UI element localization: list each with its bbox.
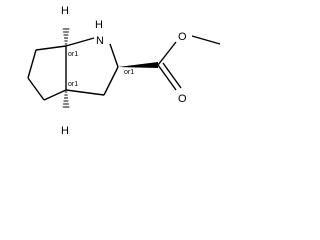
bond-carbonyl-c-ester-o bbox=[157, 41, 177, 66]
bond-c3-c4 bbox=[27, 77, 45, 101]
bond-c1-c2 bbox=[35, 45, 67, 51]
bond-c2-c3 bbox=[103, 66, 119, 96]
stereo-label-bottom-fusion: or1 bbox=[68, 81, 78, 88]
hydrogen-bottom-fusion: H bbox=[61, 125, 69, 137]
stereo-label-top-fusion: or1 bbox=[68, 51, 78, 58]
bond-ester-o-methyl bbox=[191, 35, 221, 45]
carbonyl-oxygen-atom: O bbox=[178, 93, 187, 105]
bond-carbonyl-double-1 bbox=[157, 64, 177, 91]
bond-c1-n bbox=[65, 37, 95, 47]
hashed-wedge-top bbox=[62, 28, 70, 45]
hydrogen-top-fusion: H bbox=[61, 5, 69, 17]
ester-oxygen-atom: O bbox=[178, 31, 187, 43]
bond-carbonyl-double-2 bbox=[162, 62, 182, 89]
bond-n-c2 bbox=[109, 43, 119, 68]
bond-c4-c5 bbox=[43, 89, 67, 101]
pyrrolidine-ring bbox=[65, 37, 119, 96]
stereo-label-alpha-carbon: or1 bbox=[124, 69, 134, 76]
molecule-diagram: H H N O O H or1 or1 or1 bbox=[27, 5, 221, 137]
hashed-wedge-bottom bbox=[62, 91, 70, 108]
hydrogen-on-nitrogen: H bbox=[95, 19, 103, 31]
bond-c2-c3 bbox=[27, 49, 37, 79]
bond-c3-c5 bbox=[65, 89, 105, 96]
structure-canvas: H H N O O H or1 or1 or1 bbox=[0, 0, 230, 138]
nitrogen-atom: N bbox=[96, 35, 104, 47]
ester-group bbox=[157, 35, 221, 91]
cyclopentane-ring bbox=[27, 45, 67, 101]
solid-wedge-alpha bbox=[118, 62, 158, 68]
